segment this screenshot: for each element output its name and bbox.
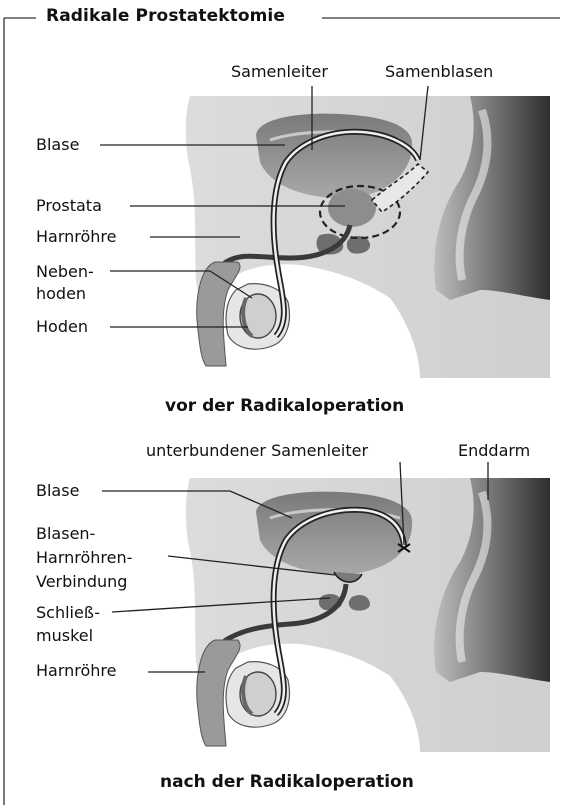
prostata-gland [328, 189, 376, 227]
label-blase: Blase [36, 481, 79, 500]
caption-vor: vor der Radikaloperation [165, 396, 404, 416]
caption-nach: nach der Radikaloperation [160, 772, 414, 792]
label-harnroehre: Harnröhre [36, 661, 117, 680]
label-enddarm: Enddarm [458, 441, 530, 460]
label-prostata: Prostata [36, 196, 102, 215]
label-hoden: Hoden [36, 317, 88, 336]
top-anatomy [186, 96, 550, 378]
label-samenblasen: Samenblasen [385, 62, 493, 81]
label-samenleiter: Samenleiter [231, 62, 328, 81]
bottom-anatomy [186, 478, 550, 752]
diagram-title: Radikale Prostatektomie [38, 6, 293, 26]
label-unterbundener-samenleiter: unterbundener Samenleiter [146, 441, 368, 460]
label-blase: Blase [36, 135, 79, 154]
label-nebenhoden: Neben- hoden [36, 261, 94, 305]
label-schliessmuskel: Schließ- muskel [36, 601, 100, 647]
label-harnroehre: Harnröhre [36, 227, 117, 246]
label-blasen-harnroehren-verbindung: Blasen- Harnröhren- Verbindung [36, 522, 132, 594]
